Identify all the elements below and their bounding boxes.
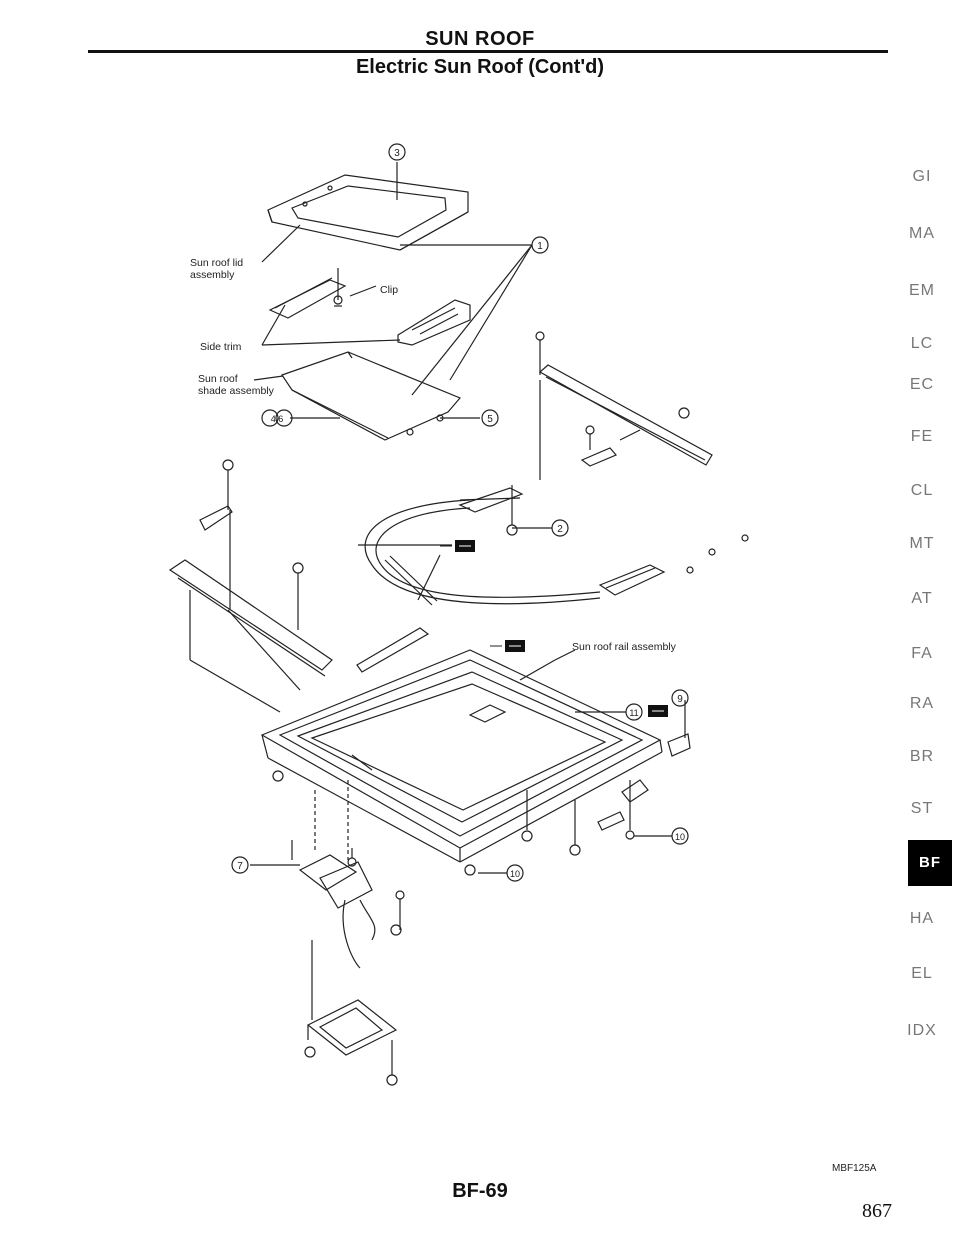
index-tab-bf-active[interactable]: BF: [908, 840, 952, 886]
shade-assembly-part: [281, 351, 461, 441]
bolt-cluster-part: [580, 407, 690, 467]
motor-assembly-part: [298, 848, 405, 969]
section-title: SUN ROOF: [425, 28, 535, 50]
callout-9: 9: [677, 694, 683, 705]
callout-7: 7: [237, 861, 243, 872]
index-tab-lc[interactable]: LC: [910, 335, 934, 352]
index-tab-idx[interactable]: IDX: [907, 1022, 937, 1039]
index-tab-cl[interactable]: CL: [910, 482, 934, 499]
index-tab-gi[interactable]: GI: [912, 168, 932, 185]
rail-assembly-frame-part: [260, 649, 663, 863]
callout-1: 1: [537, 241, 543, 252]
callout-3: 3: [394, 148, 400, 159]
page-number: 867: [862, 1200, 892, 1222]
drive-plate-part: [458, 485, 524, 536]
index-tab-ra[interactable]: RA: [909, 695, 935, 712]
slider-plate-part: [598, 534, 749, 596]
index-tab-ec[interactable]: EC: [909, 376, 935, 393]
callout-2: 2: [557, 524, 563, 535]
header-rule: [88, 50, 888, 53]
index-tab-fe[interactable]: FE: [910, 428, 934, 445]
index-tab-ha[interactable]: HA: [909, 910, 935, 927]
label-side-trim: Side trim: [200, 341, 242, 353]
callout-circles: [231, 143, 689, 882]
figure-code: MBF125A: [832, 1163, 877, 1174]
index-tab-at[interactable]: AT: [911, 590, 933, 607]
side-trim-part: [397, 299, 471, 346]
front-rail-part: [535, 331, 713, 480]
index-tab-st[interactable]: ST: [910, 800, 934, 817]
sun-roof-lid-part: [267, 162, 469, 251]
callout-10-bottom: 10: [510, 869, 520, 879]
left-side-rail-part: [168, 459, 333, 713]
label-sun-roof-lid-1: Sun roof lid: [190, 257, 243, 269]
callout-10-right: 10: [675, 832, 685, 842]
clip-bracket-part: [268, 268, 347, 319]
label-shade-1: Sun roof: [198, 373, 238, 385]
index-tab-fa[interactable]: FA: [911, 645, 933, 662]
label-shade-2: shade assembly: [198, 385, 275, 397]
index-tab-ma[interactable]: MA: [909, 225, 935, 242]
callout-5: 5: [487, 414, 493, 425]
index-tab-el[interactable]: EL: [911, 965, 933, 982]
motor-bracket-part: [304, 940, 398, 1086]
index-tab-br[interactable]: BR: [909, 748, 935, 765]
label-clip: Clip: [380, 284, 398, 296]
callout-11: 11: [629, 708, 638, 718]
page-id: BF-69: [452, 1180, 508, 1202]
drive-cable-part: [364, 497, 601, 605]
label-sun-roof-lid-2: assembly: [190, 269, 235, 281]
label-rail-assembly: Sun roof rail assembly: [572, 641, 677, 653]
index-tab-em[interactable]: EM: [909, 282, 935, 299]
section-subtitle: Electric Sun Roof (Cont'd): [355, 56, 605, 78]
callout-4-6: 4,6: [271, 414, 284, 424]
index-tab-mt[interactable]: MT: [909, 535, 935, 552]
link-bracket-part: [597, 700, 691, 840]
